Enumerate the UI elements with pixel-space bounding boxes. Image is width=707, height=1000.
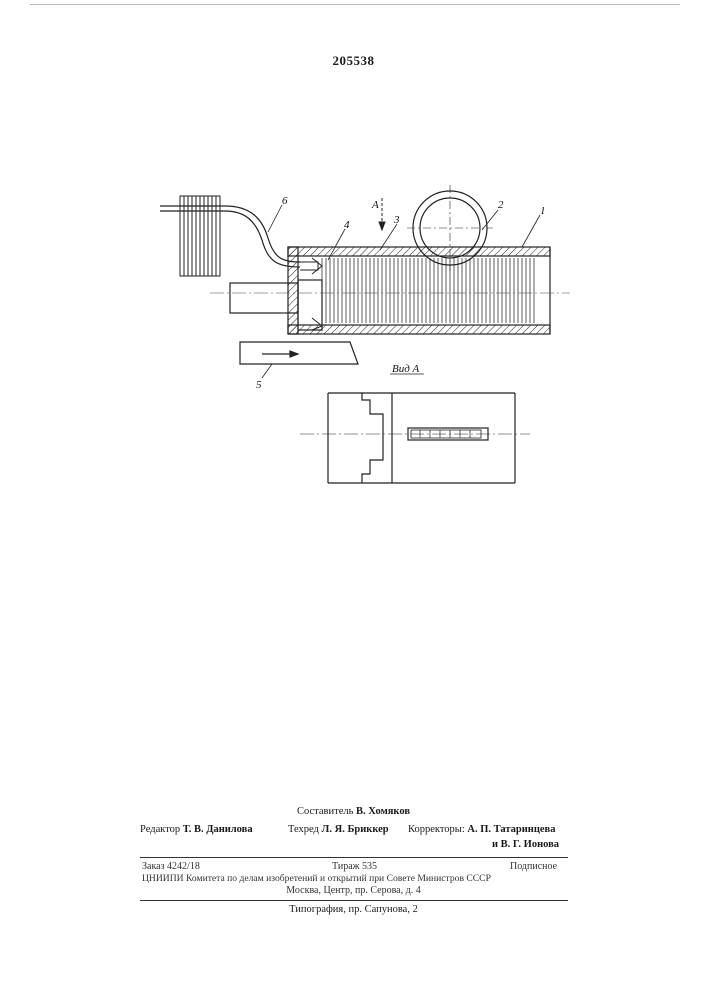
- view-arrow: [379, 198, 385, 230]
- techred-label: Техред: [288, 824, 319, 835]
- editor-name: Т. В. Данилова: [183, 824, 253, 835]
- compiler-name: В. Хомяков: [356, 806, 410, 817]
- compiler-label: Составитель: [297, 806, 353, 817]
- pusher-rod: [230, 280, 322, 330]
- plate-stack: [180, 196, 220, 276]
- editor-line: Редактор Т. В. Данилова: [140, 824, 253, 835]
- footer-rule-bottom: [140, 900, 568, 901]
- correctors-label: Корректоры:: [408, 824, 465, 835]
- stop-element: [300, 258, 322, 330]
- corrector-2-line: и В. Г. Ионова: [492, 839, 559, 850]
- techred-line: Техред Л. Я. Бриккер: [288, 824, 389, 835]
- footer-rule-top: [140, 857, 568, 858]
- corrector-2: и В. Г. Ионова: [492, 839, 559, 850]
- label-view-a: Вид А: [392, 363, 420, 375]
- slider-bar: [240, 342, 358, 364]
- roller: [407, 185, 493, 271]
- techred-name: Л. Я. Бриккер: [322, 824, 389, 835]
- label-1: 1: [540, 205, 546, 217]
- housing-tube: [288, 247, 550, 334]
- order-number: Заказ 4242/18: [142, 861, 200, 872]
- correctors-line: Корректоры: А. П. Татаринцева: [408, 824, 555, 835]
- label-3: 3: [393, 214, 400, 226]
- label-2: 2: [498, 199, 504, 211]
- tube-plates: [322, 258, 534, 323]
- editor-label: Редактор: [140, 824, 180, 835]
- view-a-detail: [300, 393, 530, 483]
- institute-line: ЦНИИПИ Комитета по делам изобретений и о…: [142, 873, 572, 884]
- label-arrow-a: А: [371, 199, 379, 211]
- label-6: 6: [282, 195, 288, 207]
- circulation: Тираж 535: [332, 861, 377, 872]
- subscription: Подписное: [510, 861, 557, 872]
- guide-chute: [160, 206, 300, 267]
- corrector-1: А. П. Татаринцева: [467, 824, 555, 835]
- address-line: Москва, Центр, пр. Серова, д. 4: [0, 885, 707, 896]
- label-5: 5: [256, 379, 262, 391]
- compiler-line: Составитель В. Хомяков: [0, 806, 707, 817]
- printer-line: Типография, пр. Сапунова, 2: [0, 904, 707, 915]
- label-4: 4: [344, 219, 350, 231]
